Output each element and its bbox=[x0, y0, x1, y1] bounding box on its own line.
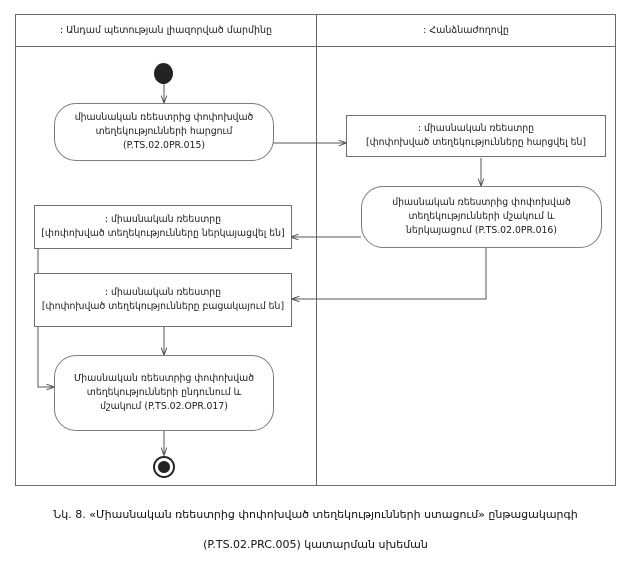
swimlane-title-commission: : Հանձնաժողովը bbox=[423, 25, 509, 36]
figure-caption-line-2: (P.TS.02.PRC.005) կատարման սխեման bbox=[203, 538, 428, 551]
activity-diagram-frame: : Անդամ պետության լիազորված մարմինը : Հա… bbox=[15, 14, 616, 486]
activity-request-line-2: տեղեկությունների հարցում bbox=[95, 126, 233, 137]
activity-receive-and-process-information[interactable]: Միասնական ռեեստրից փոփոխված տեղեկություն… bbox=[54, 355, 274, 431]
object-requested-state: [փոփոխված տեղեկությունները հարցվել են] bbox=[365, 137, 586, 148]
activity-receive-line-2: տեղեկությունների ընդունում և bbox=[86, 387, 242, 398]
lane-header-divider bbox=[16, 46, 615, 47]
activity-process-line-2: տեղեկությունների մշակում և bbox=[408, 211, 555, 222]
swimlane-vertical-divider bbox=[316, 15, 317, 485]
object-requested-line-1: : միասնական ռեեստրը bbox=[417, 123, 535, 134]
activity-process-and-present-information[interactable]: միասնական ռեեստրից փոփոխված տեղեկություն… bbox=[361, 186, 602, 248]
initial-node bbox=[154, 63, 173, 84]
object-presented-state: [փոփոխված տեղեկությունները ներկայացվել ե… bbox=[41, 228, 285, 239]
object-node-register-requested[interactable]: : միասնական ռեեստրը [փոփոխված տեղեկությո… bbox=[346, 115, 606, 157]
activity-process-line-1: միասնական ռեեստրից փոփոխված bbox=[392, 197, 571, 208]
figure-caption-line-1: Նկ. 8. «Միասնական ռեեստրից փոփոխված տեղե… bbox=[53, 508, 578, 521]
edge-process-to-object-absent bbox=[292, 248, 487, 299]
object-absent-line-1: : միասնական ռեեստրը bbox=[104, 287, 222, 298]
figure-caption: Նկ. 8. «Միասնական ռեեստրից փոփոխված տեղե… bbox=[0, 500, 631, 560]
activity-request-changed-information[interactable]: միասնական ռեեստրից փոփոխված տեղեկություն… bbox=[54, 103, 274, 161]
object-node-register-presented[interactable]: : միասնական ռեեստրը [փոփոխված տեղեկությո… bbox=[34, 205, 292, 249]
object-node-register-absent[interactable]: : միասնական ռեեստրը [փոփոխված տեղեկությո… bbox=[34, 273, 292, 327]
object-absent-state: [փոփոխված տեղեկությունները բացակայում են… bbox=[41, 301, 285, 312]
activity-request-line-1: միասնական ռեեստրից փոփոխված bbox=[74, 112, 254, 123]
object-presented-line-1: : միասնական ռեեստրը bbox=[104, 214, 222, 225]
activity-receive-code: մշակում (P.TS.02.OPR.017) bbox=[100, 401, 228, 412]
activity-request-code: (P.TS.02.0PR.015) bbox=[122, 140, 206, 151]
activity-process-code: ներկայացում (P.TS.02.0PR.016) bbox=[406, 225, 557, 236]
activity-receive-line-1: Միասնական ռեեստրից փոփոխված bbox=[73, 373, 255, 384]
final-node bbox=[153, 456, 175, 478]
swimlane-title-member-state-authority: : Անդամ պետության լիազորված մարմինը bbox=[59, 25, 273, 36]
